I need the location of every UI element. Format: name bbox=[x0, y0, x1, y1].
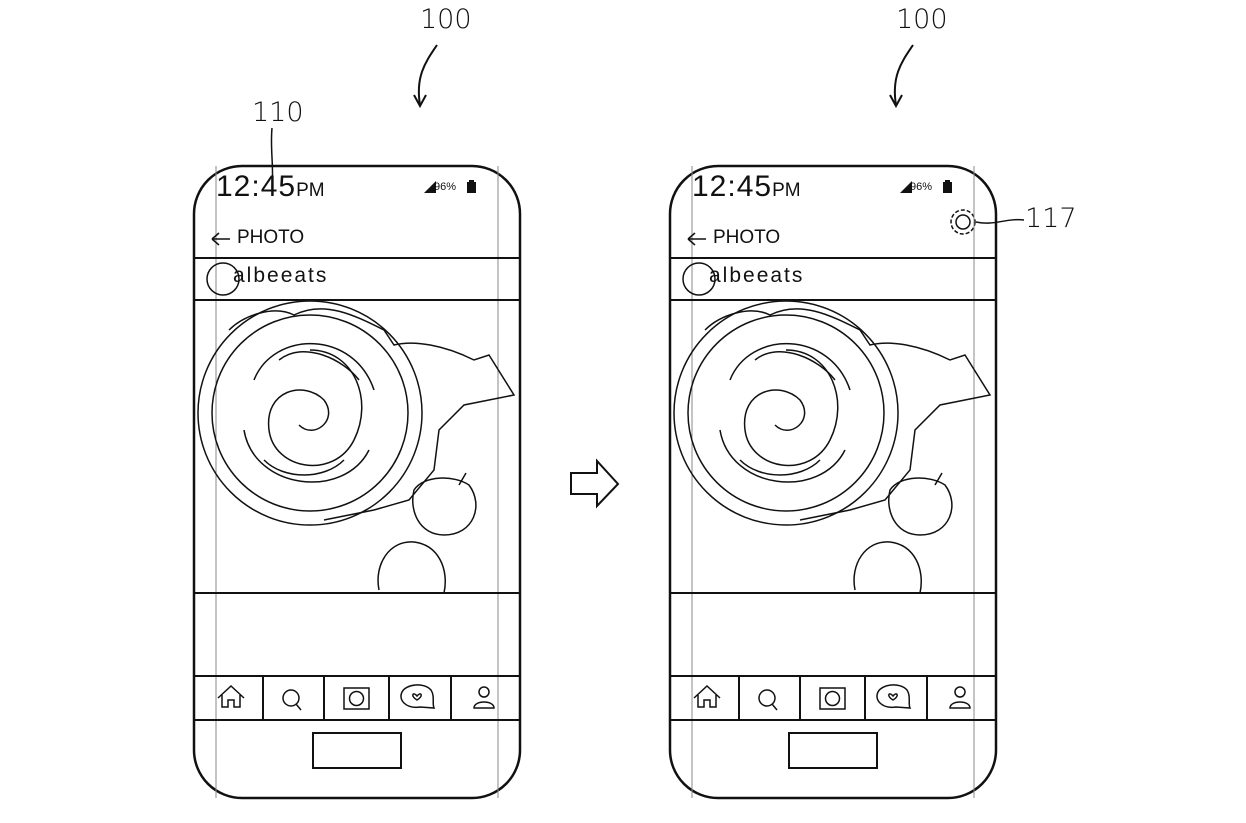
back-arrow-icon bbox=[687, 232, 706, 246]
status-time: 12:45PM bbox=[216, 170, 325, 204]
battery-percent: 96% bbox=[434, 181, 457, 193]
phone-after: 12:45PM 96% PHOTO albeeats bbox=[660, 0, 1000, 823]
profile-icon bbox=[949, 686, 971, 709]
signal-icon bbox=[900, 181, 912, 193]
home-icon bbox=[693, 684, 721, 708]
battery-icon bbox=[943, 180, 952, 193]
post-username[interactable]: albeeats bbox=[709, 264, 805, 287]
phone-frame bbox=[192, 164, 522, 800]
battery-percent: 96% bbox=[910, 181, 933, 193]
time-ampm: PM bbox=[772, 180, 801, 201]
home-icon bbox=[217, 684, 245, 708]
time-value: 12:45 bbox=[216, 170, 297, 203]
food-photo bbox=[673, 300, 992, 594]
phone-frame bbox=[668, 164, 998, 800]
page-title: PHOTO bbox=[237, 227, 305, 248]
ref-indicator-label: 117 bbox=[1025, 203, 1077, 234]
time-value: 12:45 bbox=[692, 170, 773, 203]
search-icon bbox=[282, 689, 302, 711]
profile-icon bbox=[473, 686, 495, 709]
home-button bbox=[788, 732, 878, 769]
battery-icon bbox=[467, 180, 476, 193]
signal-icon bbox=[424, 181, 436, 193]
search-icon bbox=[758, 689, 778, 711]
avatar bbox=[206, 262, 240, 296]
status-time: 12:45PM bbox=[692, 170, 801, 204]
right-outline-arrow-icon bbox=[570, 458, 620, 509]
heart-chat-icon bbox=[400, 684, 436, 709]
indicator-117-icon bbox=[950, 209, 976, 235]
page-title: PHOTO bbox=[713, 227, 781, 248]
back-arrow-icon bbox=[211, 232, 230, 246]
camera-icon bbox=[819, 687, 846, 710]
ref-device-left: 100 bbox=[420, 4, 472, 35]
ref-time-label: 110 bbox=[252, 97, 304, 128]
home-button bbox=[312, 732, 402, 769]
heart-chat-icon bbox=[876, 684, 912, 709]
time-ampm: PM bbox=[296, 180, 325, 201]
camera-icon bbox=[343, 687, 370, 710]
food-photo bbox=[197, 300, 516, 594]
phone-before: 12:45PM 96% PHOTO albeeats bbox=[184, 0, 524, 823]
post-username[interactable]: albeeats bbox=[233, 264, 329, 287]
ref-device-right: 100 bbox=[896, 4, 948, 35]
avatar bbox=[682, 262, 716, 296]
